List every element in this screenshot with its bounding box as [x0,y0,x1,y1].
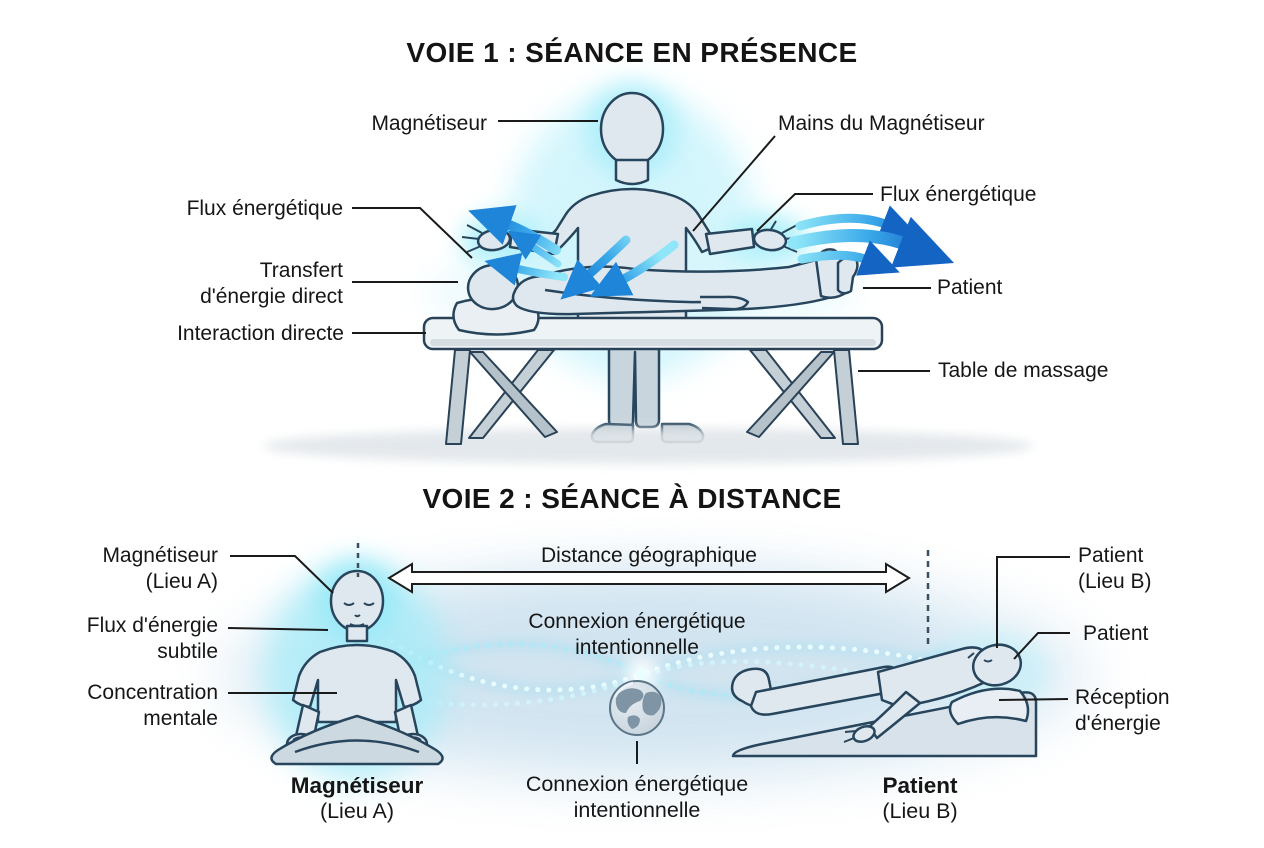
caption-magnetiseur-lieu-a: Magnétiseur (Lieu A) [257,772,457,825]
label-magnetiseur-a-ligne2: (Lieu A) [145,569,218,593]
label-reception-ligne2: d'énergie [1075,711,1161,735]
label-patient-panel1: Patient [937,276,1003,299]
distance-double-arrow [387,562,911,594]
label-connexion-energetique-haut: Connexion énergétique intentionnelle [437,609,837,660]
label-mains-magnetiseur: Mains du Magnétiseur [778,112,985,135]
label-patient-lieu-b: Patient (Lieu B) [1078,543,1152,594]
caption-droite-ligne1: Patient [882,773,958,798]
caption-droite-ligne2: (Lieu B) [882,799,958,823]
leader-lines-panel1 [352,120,931,372]
label-transfert-energie: Transfert d'énergie direct [200,258,343,309]
label-reception-ligne1: Réception [1075,686,1170,709]
floor-shadow [263,428,1033,464]
label-flux-subtile-ligne2: subtile [157,639,218,663]
label-patient-b-ligne2: (Lieu B) [1078,569,1152,593]
energy-arrows-left [468,205,568,286]
caption-centre-ligne2: intentionnelle [573,797,701,822]
label-distance-geographique: Distance géographique [541,544,757,567]
panel2-title: VOIE 2 : SÉANCE À DISTANCE [422,483,842,514]
energy-arrows-down [560,235,679,300]
caption-connexion-energetique: Connexion énergétique intentionnelle [437,772,837,824]
caption-centre-ligne1: Connexion énergétique [525,772,749,796]
label-magnetiseur-a-ligne1: Magnétiseur [102,544,218,567]
label-magnetiseur-lieu-a: Magnétiseur (Lieu A) [102,543,218,594]
label-interaction-directe: Interaction directe [177,322,344,345]
caption-patient-lieu-b: Patient (Lieu B) [820,772,1020,825]
massage-table-graphic [422,316,884,445]
label-flux-energie-subtile: Flux d'énergie subtile [87,613,218,664]
caption-gauche-ligne2: (Lieu A) [319,799,395,823]
label-patient-panel2: Patient [1083,622,1149,645]
label-flux-energetique-droite: Flux énergétique [880,183,1037,206]
label-concentration-ligne1: Concentration [87,681,218,704]
label-connexion-haut-ligne1: Connexion énergétique [528,610,746,633]
label-magnetiseur: Magnétiseur [371,112,487,135]
label-transfert-ligne1: Transfert [259,259,343,282]
panel1-title: VOIE 1 : SÉANCE EN PRÉSENCE [406,37,858,68]
label-concentration-ligne2: mentale [143,706,218,730]
label-flux-subtile-ligne1: Flux d'énergie [86,614,218,637]
label-flux-energetique-gauche: Flux énergétique [186,197,343,220]
meditating-magnetiseur-figure [270,569,444,766]
leader-lines-panel2 [227,555,1070,764]
label-reception-energie: Réception d'énergie [1075,685,1170,736]
label-patient-b-ligne1: Patient [1078,544,1144,567]
label-connexion-haut-ligne2: intentionnelle [575,635,699,659]
label-concentration-mentale: Concentration mentale [87,680,218,731]
label-transfert-ligne2: d'énergie direct [200,284,343,308]
energy-arrows-right [787,205,955,276]
caption-gauche-ligne1: Magnétiseur [290,773,424,798]
label-table-massage: Table de massage [938,359,1109,382]
globe-icon [609,680,665,736]
